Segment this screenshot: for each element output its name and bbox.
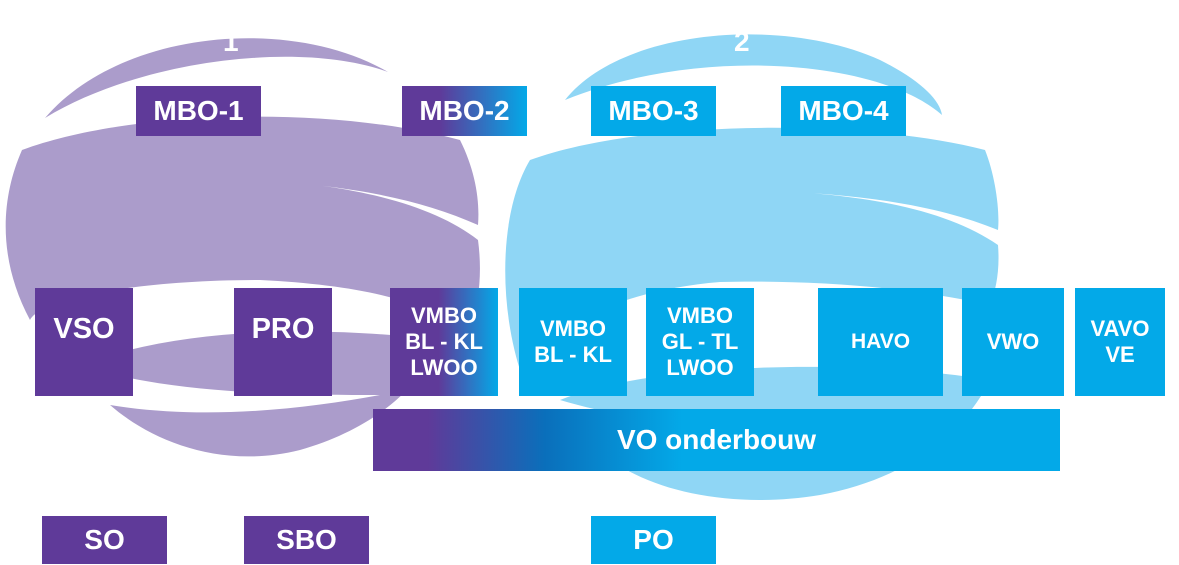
globe-1 xyxy=(5,38,480,457)
vavo-ve-box: VAVO VE xyxy=(1075,288,1165,396)
vmbo-gl-tl-line-1: VMBO xyxy=(667,303,733,329)
vwo-box: VWO xyxy=(962,288,1064,396)
vmbo-line-3: LWOO xyxy=(410,354,478,380)
vavo-line-1: VAVO xyxy=(1090,316,1150,342)
havo-box: HAVO xyxy=(818,288,943,396)
vmbo-gl-tl-line-3: LWOO xyxy=(666,354,734,380)
vmbo-line-1: VMBO xyxy=(411,303,477,329)
globe-1-lower-swoosh xyxy=(80,331,440,457)
pro-box: PRO xyxy=(234,288,332,396)
mbo-1-box: MBO-1 xyxy=(136,86,261,136)
po-box: PO xyxy=(591,516,716,564)
globe-2-top-arc xyxy=(565,34,942,115)
vo-onderbouw-bar: VO onderbouw xyxy=(373,409,1060,471)
vmbo-gl-tl-lwoo-box: VMBO GL - TL LWOO xyxy=(646,288,754,396)
mbo-2-box: MBO-2 xyxy=(402,86,527,136)
vmbo-bl-kl-lwoo-box: VMBO BL - KL LWOO xyxy=(390,288,498,396)
vmbo-gl-tl-line-2: GL - TL xyxy=(661,329,739,355)
globe-2-number: 2 xyxy=(734,26,750,57)
vso-box: VSO xyxy=(35,288,133,396)
vmbo-bl-kl-box: VMBO BL - KL xyxy=(519,288,627,396)
mbo-3-box: MBO-3 xyxy=(591,86,716,136)
vmbo-bl-kl-line-1: VMBO xyxy=(540,316,606,342)
globe-2-upper-swoosh xyxy=(505,127,999,370)
globe-1-upper-swoosh xyxy=(5,116,480,330)
vmbo-line-2: BL - KL xyxy=(405,329,483,355)
so-box: SO xyxy=(42,516,167,564)
globe-1-number: 1 xyxy=(223,26,239,57)
vavo-line-2: VE xyxy=(1105,342,1135,367)
globe-1-top-arc xyxy=(45,38,388,118)
sbo-box: SBO xyxy=(244,516,369,564)
mbo-4-box: MBO-4 xyxy=(781,86,906,136)
vmbo-bl-kl-line-2: BL - KL xyxy=(534,342,612,367)
